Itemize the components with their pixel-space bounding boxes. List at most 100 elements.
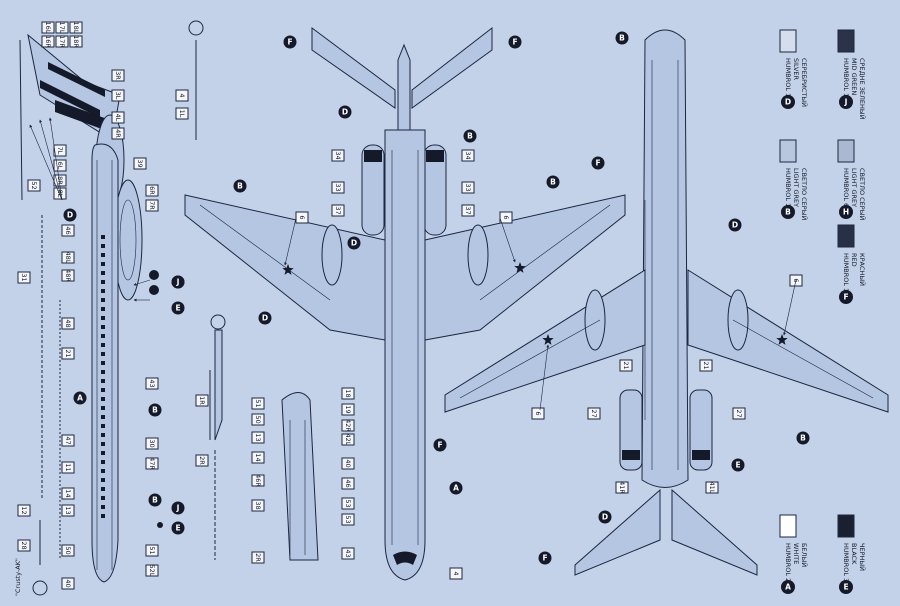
decal-marker: 37	[331, 204, 345, 217]
decal-marker: 14	[251, 451, 265, 464]
svg-text:D: D	[67, 211, 73, 220]
decal-marker: 48L	[61, 251, 75, 264]
svg-text:J: J	[176, 278, 180, 287]
paint-code: F	[843, 293, 848, 302]
svg-text:D: D	[602, 513, 608, 522]
bottom-fuselage	[641, 29, 689, 488]
svg-text:6L: 6L	[56, 162, 64, 170]
svg-text:4: 4	[178, 93, 186, 97]
svg-text:41L: 41L	[708, 482, 716, 494]
decal-marker: 1L	[175, 107, 189, 120]
decal-marker: 38	[251, 499, 265, 512]
svg-text:37: 37	[334, 206, 342, 214]
svg-text:B: B	[800, 434, 806, 443]
reference-circle	[188, 20, 204, 36]
svg-text:B: B	[467, 132, 473, 141]
paint-callout: F	[538, 551, 552, 565]
decal-marker: 40	[341, 457, 355, 470]
svg-text:31: 31	[20, 273, 28, 281]
paint-label: СВЕТЛО СЕРЫЙ	[800, 168, 809, 220]
decal-marker: 41L	[705, 481, 719, 494]
decal-marker: 34	[461, 149, 475, 162]
svg-text:F: F	[437, 441, 442, 450]
decal-marker: 51	[251, 397, 265, 410]
paint-label: LIGHT GREY	[792, 168, 800, 207]
decal-marker: 12	[17, 504, 31, 517]
decal-marker: 7R	[145, 199, 159, 212]
paint-label: LIGHT GREY	[850, 168, 858, 207]
svg-text:52L: 52L	[148, 565, 156, 577]
decal-marker: 39	[133, 157, 147, 170]
decal-marker: 6R	[145, 184, 159, 197]
paint-callout: B	[463, 129, 477, 143]
svg-text:16R: 16R	[44, 35, 52, 48]
svg-text:3L: 3L	[114, 92, 122, 100]
svg-text:17R: 17R	[58, 35, 66, 48]
svg-text:38: 38	[254, 501, 262, 509]
svg-text:41R: 41R	[618, 481, 626, 494]
svg-text:18L: 18L	[72, 22, 80, 34]
decal-marker: 3R	[111, 69, 125, 82]
paint-label: BLACK	[850, 543, 858, 565]
svg-text:7L: 7L	[56, 147, 64, 155]
decal-marker: 33	[461, 181, 475, 194]
reference-circle	[32, 580, 48, 596]
svg-text:A: A	[453, 484, 459, 493]
svg-text:46R: 46R	[254, 474, 262, 487]
decal-marker: 19	[341, 403, 355, 416]
svg-text:13: 13	[254, 433, 262, 441]
paint-callouts: FFDBBBFDDBADJEBJEAFBDBEDFJ	[29, 31, 810, 565]
svg-text:B: B	[619, 34, 625, 43]
decal-marker: 4R	[111, 127, 125, 140]
paint-label: MID GREEN	[850, 58, 858, 95]
svg-text:28: 28	[20, 541, 28, 549]
paint-label: RED	[850, 253, 858, 267]
decal-marker: 42L	[341, 433, 355, 446]
svg-text:12: 12	[20, 506, 28, 514]
decal-marker: 17L	[55, 21, 69, 34]
svg-text:2R: 2R	[254, 553, 262, 562]
side-view	[19, 33, 163, 583]
svg-text:D: D	[351, 239, 357, 248]
cockpit-side	[281, 392, 319, 561]
svg-text:6: 6	[534, 411, 542, 415]
paint-label: HUMBROL 19	[842, 253, 850, 296]
paint-label: HUMBROL 101	[842, 58, 850, 105]
svg-text:18: 18	[344, 389, 352, 397]
paint-label: КРАСНЫЙ	[858, 253, 867, 286]
decal-marker: 43	[145, 377, 159, 390]
svg-text:42L: 42L	[344, 434, 352, 446]
decal-marker: 18L	[69, 21, 83, 34]
svg-text:37: 37	[464, 206, 472, 214]
paint-callout: D	[347, 236, 361, 250]
decal-marker: 50	[61, 544, 75, 557]
decal-marker: 37	[461, 204, 475, 217]
paint-label: HUMBROL 11	[784, 58, 792, 101]
decal-marker: 21	[61, 347, 75, 360]
svg-text:52: 52	[30, 181, 38, 189]
paint-label: HUMBROL 64	[842, 168, 850, 211]
paint-callout: J	[171, 275, 185, 289]
paint-code: E	[843, 583, 848, 592]
svg-text:F: F	[595, 159, 600, 168]
svg-text:40: 40	[344, 459, 352, 467]
decal-marker: 47	[61, 434, 75, 447]
svg-text:13: 13	[64, 506, 72, 514]
svg-text:16L: 16L	[44, 22, 52, 34]
decal-marker: 18R	[69, 35, 83, 48]
svg-text:19: 19	[344, 405, 352, 413]
svg-text:E: E	[735, 461, 740, 470]
svg-text:J: J	[176, 504, 180, 513]
decal-marker: 53	[341, 497, 355, 510]
decal-marker: 2R	[251, 551, 265, 564]
paint-callout: B	[615, 31, 629, 45]
decal-marker: 4	[175, 89, 189, 102]
paint-callout: D	[728, 218, 742, 232]
paint-label: СРЕДНЕ ЗЕЛЕНЫЙ	[858, 58, 867, 120]
